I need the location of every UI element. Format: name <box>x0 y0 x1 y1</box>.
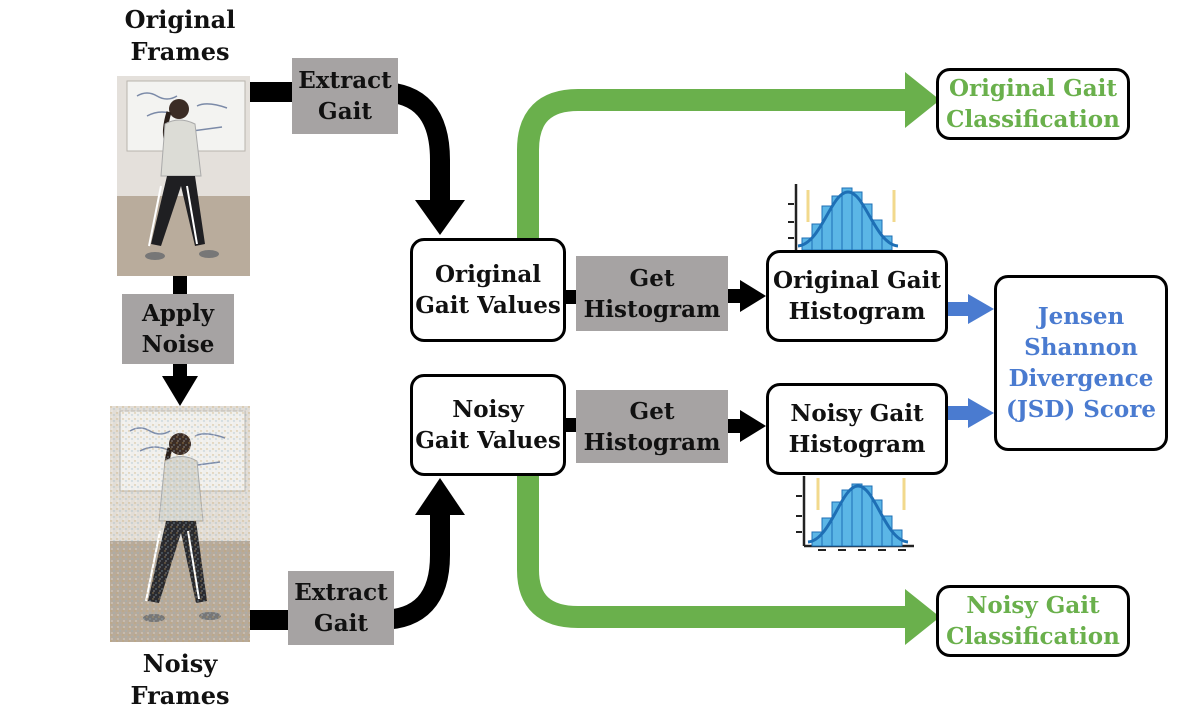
step-line: Noise <box>141 331 215 358</box>
node-original-gait-classification: Original Gait Classification <box>936 68 1130 140</box>
node-line: Gait Values <box>415 292 561 319</box>
green-arrowhead-top <box>905 72 940 128</box>
connector-values-to-histogram-bottom <box>565 418 577 432</box>
step-get-histogram-top: Get Histogram <box>576 256 728 331</box>
node-line: Original Gait <box>773 267 941 294</box>
step-line: Gait <box>314 610 368 637</box>
node-line: Noisy Gait <box>790 400 924 427</box>
step-line: Extract <box>298 67 392 94</box>
caption-original-frames: Original Frames <box>110 4 250 68</box>
black-arrowhead-histogram-top <box>740 280 766 312</box>
node-line: Gait Values <box>415 427 561 454</box>
node-line: Divergence <box>1008 365 1154 392</box>
caption-line: Noisy <box>142 649 218 678</box>
black-line-photo-to-noise <box>173 276 187 296</box>
step-extract-gait-bottom: Extract Gait <box>288 571 394 645</box>
step-line: Histogram <box>583 428 721 456</box>
step-line: Get <box>629 264 675 292</box>
node-original-gait-values: Original Gait Values <box>410 238 566 342</box>
node-line: Shannon <box>1024 334 1138 361</box>
black-arrowhead-top <box>415 200 465 235</box>
step-line: Extract <box>294 579 388 606</box>
noisy-frame-photo <box>110 406 250 642</box>
step-get-histogram-bottom: Get Histogram <box>576 390 728 463</box>
caption-noisy-frames: Noisy Frames <box>110 648 250 712</box>
connector-histogram-bottom-shaft <box>728 419 742 433</box>
blue-arrowhead-top <box>968 294 994 324</box>
node-line: (JSD) Score <box>1006 396 1156 423</box>
blue-arrowhead-bottom <box>968 398 994 428</box>
node-line: Noisy <box>452 396 524 423</box>
green-arrowhead-bottom <box>905 589 940 645</box>
node-noisy-gait-values: Noisy Gait Values <box>410 374 566 476</box>
histogram-icon-bottom <box>794 476 918 558</box>
blue-arrow-shaft-bottom <box>948 406 970 420</box>
node-line: Histogram <box>788 431 926 458</box>
histogram-bell-curve-icon <box>788 184 899 251</box>
node-line: Histogram <box>788 298 926 325</box>
step-line: Apply <box>141 300 215 327</box>
node-line: Original <box>434 261 542 288</box>
step-line: Get <box>629 397 675 425</box>
walking-person-icon <box>117 76 250 276</box>
caption-line: Frames <box>130 37 230 66</box>
node-line: Classification <box>946 106 1120 133</box>
connector-histogram-top-shaft <box>728 289 742 303</box>
walking-person-noisy-icon <box>110 406 250 642</box>
green-arrow-to-noisy-classification <box>517 475 905 628</box>
original-frame-photo <box>117 76 250 276</box>
histogram-bell-curve-icon <box>796 476 914 551</box>
green-arrow-to-original-classification <box>517 89 905 240</box>
node-line: Noisy Gait <box>966 592 1100 619</box>
node-jsd-score: Jensen Shannon Divergence (JSD) Score <box>994 275 1168 451</box>
node-original-gait-histogram: Original Gait Histogram <box>766 250 948 342</box>
node-line: Classification <box>946 623 1120 650</box>
step-apply-noise: Apply Noise <box>122 294 234 364</box>
blue-arrow-shaft-top <box>948 302 970 316</box>
black-arrowhead-bottom <box>415 478 465 515</box>
step-extract-gait-top: Extract Gait <box>292 58 398 134</box>
node-noisy-gait-histogram: Noisy Gait Histogram <box>766 383 948 475</box>
black-arrowhead-histogram-bottom <box>740 410 766 442</box>
step-line: Histogram <box>583 295 721 323</box>
black-line-noise-to-photo <box>173 362 187 380</box>
caption-line: Frames <box>130 681 230 710</box>
histogram-icon-top <box>786 184 910 254</box>
caption-line: Original <box>124 5 236 34</box>
step-line: Gait <box>318 98 372 125</box>
black-arrowhead-apply-noise <box>162 376 198 406</box>
node-noisy-gait-classification: Noisy Gait Classification <box>936 585 1130 657</box>
node-line: Jensen <box>1037 303 1125 330</box>
connector-values-to-histogram-top <box>565 290 577 304</box>
node-line: Original Gait <box>949 75 1117 102</box>
